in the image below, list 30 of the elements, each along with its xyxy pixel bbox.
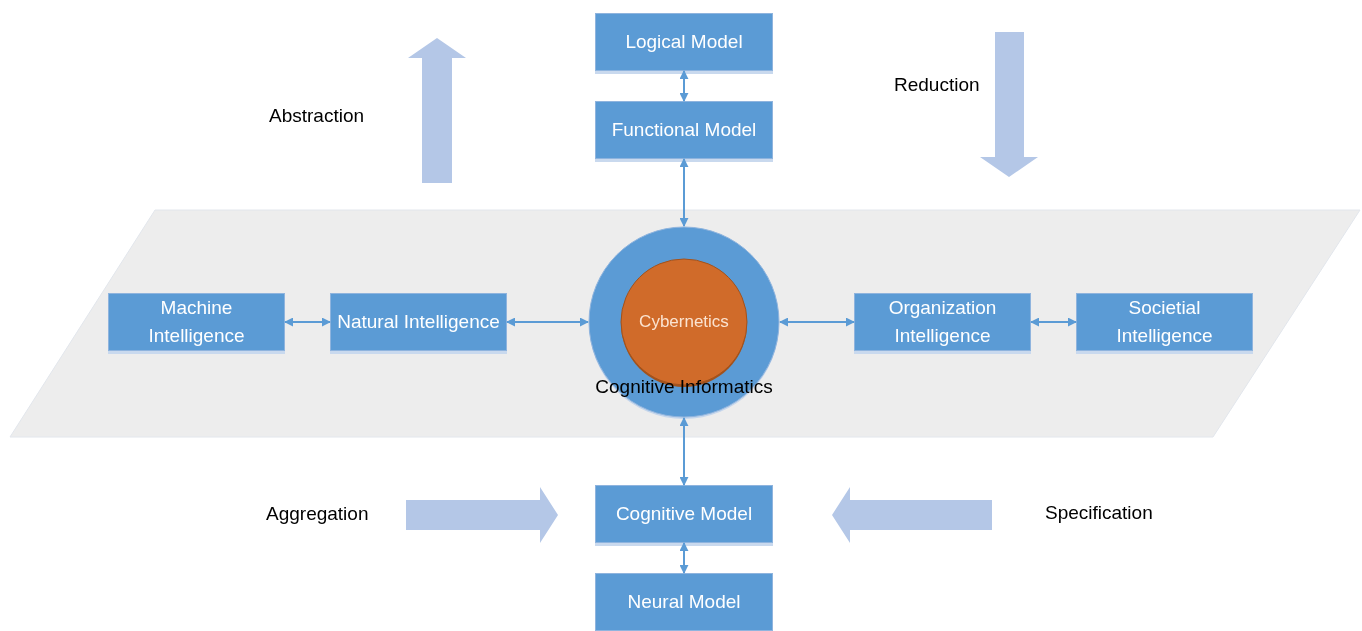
direction-label: Abstraction bbox=[269, 105, 365, 127]
double-arrow bbox=[284, 317, 331, 327]
double-arrow bbox=[679, 158, 689, 227]
box-label: Logical Model bbox=[625, 30, 743, 54]
box-label: Functional Model bbox=[611, 118, 757, 142]
box-label: Societial Intelligence bbox=[1115, 296, 1214, 348]
direction-label: Aggregation bbox=[266, 503, 369, 525]
outer-circle bbox=[588, 226, 780, 418]
direction-label: Reduction bbox=[894, 74, 980, 96]
double-arrow bbox=[1030, 317, 1077, 327]
double-arrow bbox=[679, 70, 689, 102]
process-box bbox=[108, 293, 285, 351]
direction-label: Specification bbox=[1045, 502, 1153, 524]
process-box bbox=[595, 101, 773, 159]
box-label: Neural Model bbox=[627, 590, 741, 614]
double-arrow bbox=[679, 542, 689, 574]
circle-label: Cybernetics bbox=[638, 312, 730, 332]
process-box bbox=[595, 13, 773, 71]
box-label: Organization Intelligence bbox=[887, 296, 998, 348]
double-arrow bbox=[779, 317, 855, 327]
box-label: Natural Intelligence bbox=[337, 310, 500, 334]
process-box bbox=[595, 573, 773, 631]
process-box bbox=[854, 293, 1031, 351]
box-label: Machine Intelligence bbox=[147, 296, 246, 348]
double-arrow bbox=[506, 317, 589, 327]
process-box bbox=[330, 293, 507, 351]
process-box bbox=[595, 485, 773, 543]
process-box bbox=[1076, 293, 1253, 351]
box-label: Cognitive Model bbox=[615, 502, 753, 526]
double-arrow bbox=[679, 417, 689, 486]
